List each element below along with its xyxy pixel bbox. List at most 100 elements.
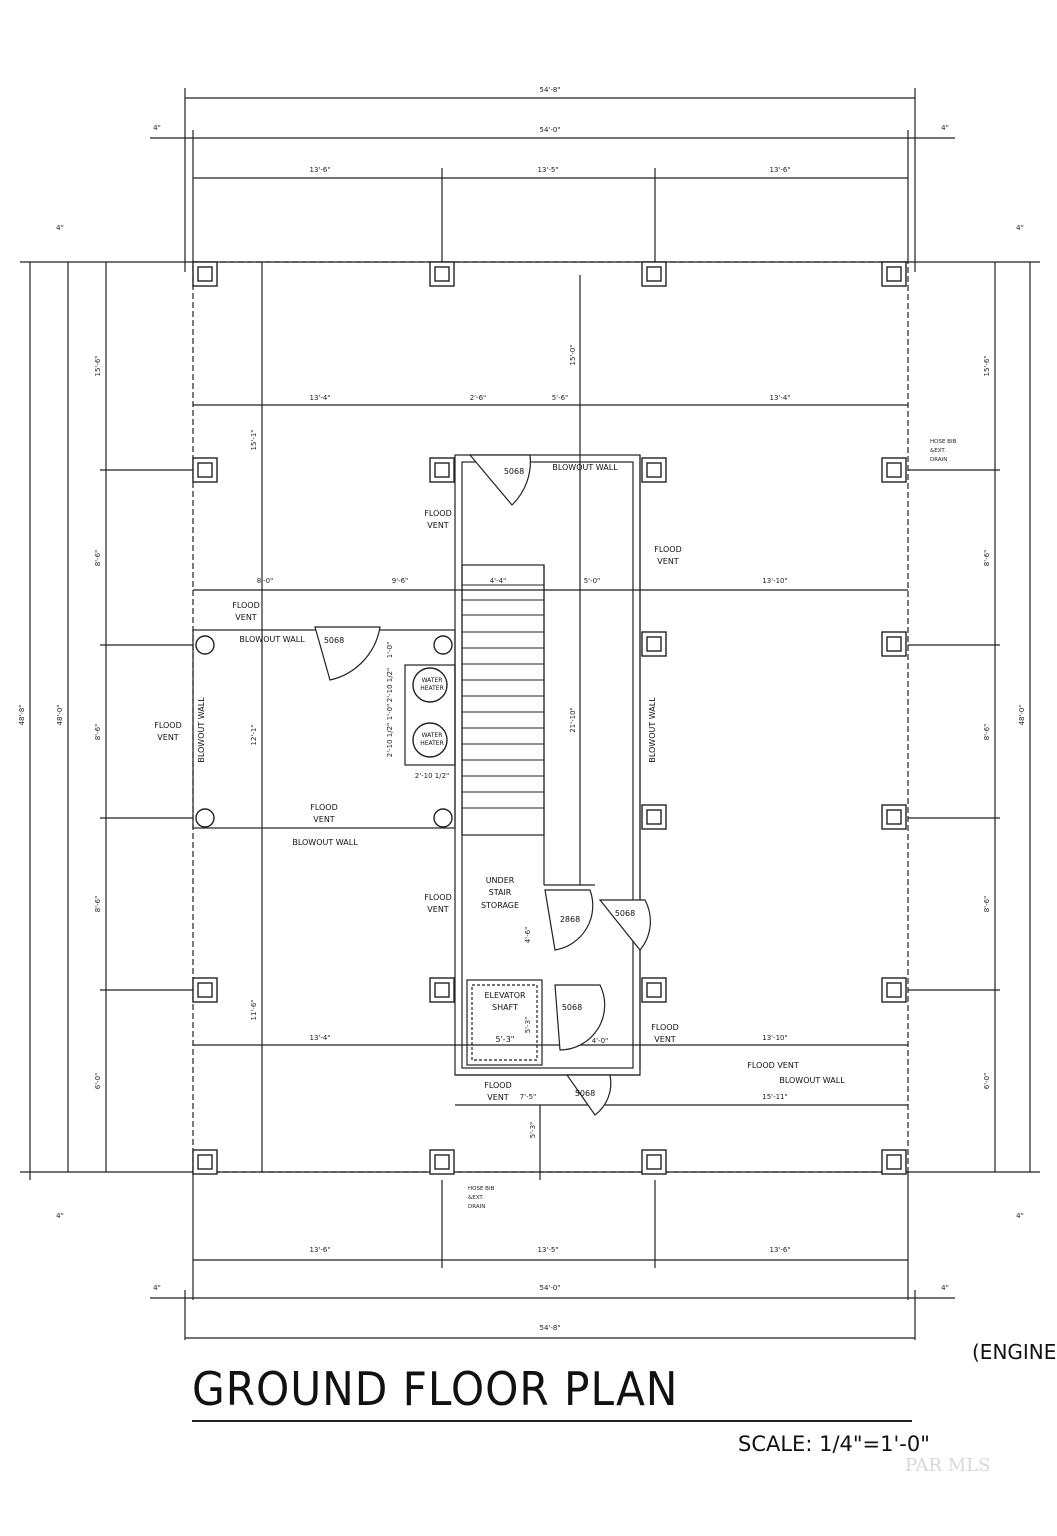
scale-label: SCALE: 1/4"=1'-0" (738, 1432, 930, 1456)
dim-heater-width: 2'-10 1/2" (415, 772, 450, 780)
dim-mid-3: 4'-4" (490, 577, 507, 585)
dim-edge-left-bottom: 4" (56, 1212, 64, 1220)
dim-bottom-overall: 54'-8" (539, 1324, 560, 1332)
flood-vent-3: FLOOD (232, 601, 260, 610)
dim-stair-vertical: 21'-10" (569, 707, 577, 732)
dim-top-overall: 54'-8" (539, 86, 560, 94)
under-stair-label-b: STAIR (489, 888, 512, 897)
flood-vent-4-b: VENT (157, 733, 179, 742)
dim-edge-left-top: 4" (56, 224, 64, 232)
dim-mid-5: 13'-10" (762, 577, 787, 585)
dim-top-seg-1: 13'-6" (309, 166, 330, 174)
door-5068-elev: 5068 (562, 1003, 582, 1012)
water-heater-1: WATER (422, 677, 443, 684)
plan-title: GROUND FLOOR PLAN (192, 1362, 679, 1416)
hose-bib-bottom-b: &EXT. (468, 1195, 484, 1201)
dim-edge-right-top: 4" (1016, 224, 1024, 232)
dim-edge-tr: 4" (941, 124, 949, 132)
dim-mid-4: 5'-0" (584, 577, 601, 585)
dim-left-overall: 48'-8" (18, 704, 26, 725)
hose-bib-right-b: &EXT. (930, 448, 946, 454)
elevator-label-b: SHAFT (492, 1003, 518, 1012)
blowout-wall-mid: BLOWOUT WALL (239, 635, 305, 644)
dim-left-seg-4: 8'-6" (94, 896, 102, 913)
dim-bottom-row-1: 7'-5" (520, 1093, 537, 1101)
flood-vent-6-b: VENT (427, 905, 449, 914)
dim-right-seg-1: 15'-6" (983, 355, 991, 376)
dim-bottom-row-2: 15'-11" (762, 1093, 787, 1101)
flood-vent-8-b: VENT (487, 1093, 509, 1102)
dim-heater-1: 1'-0" (386, 642, 394, 659)
flood-vent-7-b: VENT (654, 1035, 676, 1044)
flood-vent-4: FLOOD (154, 721, 182, 730)
dim-edge-right-bottom: 4" (1016, 1212, 1024, 1220)
flood-vent-1-b: VENT (427, 521, 449, 530)
dim-right-seg-3: 8'-6" (983, 724, 991, 741)
blowout-wall-left-vertical: BLOWOUT WALL (197, 697, 206, 763)
dim-right-seg-2: 8'-6" (983, 550, 991, 567)
flood-vent-9: FLOOD VENT (747, 1061, 799, 1070)
dim-storage-vertical: 4'-6" (524, 927, 532, 944)
door-2868: 2868 (560, 915, 580, 924)
flood-vent-7: FLOOD (651, 1023, 679, 1032)
hose-bib-bottom: HOSE BIB (468, 1186, 495, 1192)
water-heater-1-b: HEATER (420, 685, 444, 692)
dim-edge-br: 4" (941, 1284, 949, 1292)
dim-left-vertical-top: 15'-1" (250, 429, 258, 450)
dim-left-inner: 48'-0" (56, 704, 64, 725)
hose-bib-right: HOSE BIB (930, 439, 957, 445)
dim-upper-2: 2'-6" (470, 394, 487, 402)
dim-top-seg-2: 13'-5" (537, 166, 558, 174)
dim-right-seg-4: 8'-6" (983, 896, 991, 913)
dim-elev-inner: 5'-3" (524, 1017, 532, 1034)
blowout-wall-lower: BLOWOUT WALL (292, 838, 358, 847)
dim-edge-tl: 4" (153, 124, 161, 132)
dim-lower-right: 13'-10" (762, 1034, 787, 1042)
dim-right-inner: 48'-0" (1018, 704, 1026, 725)
dim-left-seg-3: 8'-6" (94, 724, 102, 741)
flood-vent-2: FLOOD (654, 545, 682, 554)
dim-heater-4: 2'-10 1/2" (386, 723, 394, 758)
dim-left-vertical-mid: 12'-1" (250, 724, 258, 745)
door-5068-right: 5068 (615, 909, 635, 918)
hose-bib-bottom-c: DRAIN (468, 1204, 485, 1210)
elevator-label: ELEVATOR (484, 991, 526, 1000)
hose-bib-right-c: DRAIN (930, 457, 947, 463)
mls-watermark: PAR MLS (905, 1455, 991, 1476)
flood-vent-8: FLOOD (484, 1081, 512, 1090)
dim-upper-1: 13'-4" (309, 394, 330, 402)
under-stair-label-c: STORAGE (481, 901, 519, 910)
title-underline (192, 1420, 912, 1422)
blowout-wall-right-vertical: BLOWOUT WALL (648, 697, 657, 763)
under-stair-label: UNDER (486, 876, 515, 885)
dim-heater-3: 1'-0" (386, 704, 394, 721)
dim-mid-2: 9'-6" (392, 577, 409, 585)
dim-bottom-seg-2: 13'-5" (537, 1246, 558, 1254)
flood-vent-5-b: VENT (313, 815, 335, 824)
dim-mid-1: 8'-0" (257, 577, 274, 585)
dim-bottom-seg-1: 13'-6" (309, 1246, 330, 1254)
dim-left-seg-1: 15'-6" (94, 355, 102, 376)
dim-left-seg-2: 8'-6" (94, 550, 102, 567)
floor-plan-drawing: 54'-8" 54'-0" 4" 4" 13'-6" 13'-5" 13'-6"… (18, 86, 1040, 1340)
dim-top-seg-3: 13'-6" (769, 166, 790, 174)
dim-top-inner: 54'-0" (539, 126, 560, 134)
dim-bottom-inner: 54'-0" (539, 1284, 560, 1292)
dim-edge-bl: 4" (153, 1284, 161, 1292)
dim-bottom-vertical: 5'-3" (529, 1122, 537, 1139)
flood-vent-3-b: VENT (235, 613, 257, 622)
dim-bottom-seg-3: 13'-6" (769, 1246, 790, 1254)
dim-door-gap: 4'-0" (592, 1037, 609, 1045)
dim-lower-left: 13'-4" (309, 1034, 330, 1042)
dim-upper-3: 5'-6" (552, 394, 569, 402)
flood-vent-2-b: VENT (657, 557, 679, 566)
door-5068-bottom: 5068 (575, 1089, 595, 1098)
door-5068-top: 5068 (504, 467, 524, 476)
engineer-note: (ENGINE (972, 1340, 1057, 1364)
dim-right-seg-5: 6'-0" (983, 1073, 991, 1090)
flood-vent-5: FLOOD (310, 803, 338, 812)
elevator-width: 5'-3" (496, 1035, 515, 1044)
dim-upper-4: 13'-4" (769, 394, 790, 402)
dim-left-vertical-bottom: 11'-6" (250, 999, 258, 1020)
dim-left-seg-5: 6'-0" (94, 1073, 102, 1090)
